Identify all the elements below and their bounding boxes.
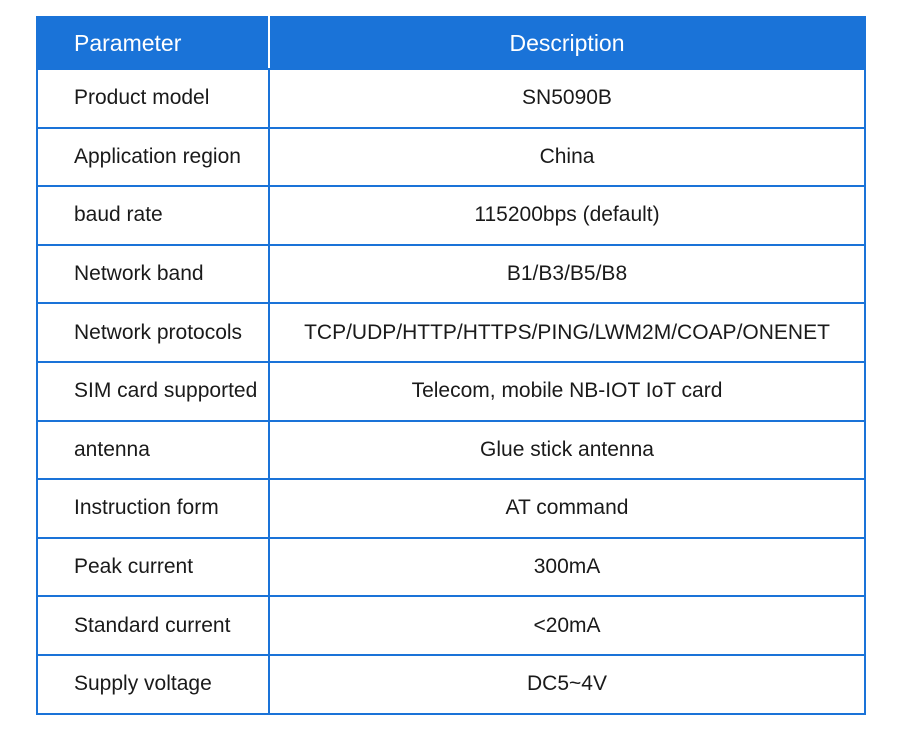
parameter-cell: antenna [36,419,270,481]
header-row: Parameter Description [36,16,866,70]
parameter-cell: Product model [36,68,270,129]
description-cell: <20mA [268,595,866,656]
parameter-cell: Network band [36,243,270,305]
spec-table: Parameter Description Product model SN50… [36,16,866,715]
description-cell: TCP/UDP/HTTP/HTTPS/PING/LWM2M/COAP/ONENE… [268,302,866,363]
description-cell: DC5~4V [268,653,866,715]
description-cell: Telecom, mobile NB-IOT IoT card [268,360,866,422]
table-row: Standard current <20mA [36,595,866,656]
parameter-cell: Network protocols [36,302,270,363]
description-cell: AT command [268,478,866,539]
parameter-cell: Supply voltage [36,653,270,715]
parameter-cell: Application region [36,126,270,188]
table-row: Peak current 300mA [36,536,866,598]
table-row: Product model SN5090B [36,68,866,129]
parameter-cell: Peak current [36,536,270,598]
table-row: antenna Glue stick antenna [36,419,866,481]
table-header: Parameter Description [36,16,866,70]
table-row: Instruction form AT command [36,478,866,539]
description-cell: 300mA [268,536,866,598]
table-body: Product model SN5090B Application region… [36,68,866,715]
parameter-cell: baud rate [36,185,270,246]
parameter-cell: Instruction form [36,478,270,539]
table-row: Network protocols TCP/UDP/HTTP/HTTPS/PIN… [36,302,866,363]
description-cell: B1/B3/B5/B8 [268,243,866,305]
description-cell: China [268,126,866,188]
table-row: Application region China [36,126,866,188]
parameter-cell: SIM card supported [36,360,270,422]
table-row: Supply voltage DC5~4V [36,653,866,715]
parameter-cell: Standard current [36,595,270,656]
description-cell: 115200bps (default) [268,185,866,246]
table-row: SIM card supported Telecom, mobile NB-IO… [36,360,866,422]
column-header-parameter: Parameter [36,16,270,70]
description-cell: Glue stick antenna [268,419,866,481]
table-row: baud rate 115200bps (default) [36,185,866,246]
column-header-description: Description [268,16,866,70]
description-cell: SN5090B [268,68,866,129]
table-row: Network band B1/B3/B5/B8 [36,243,866,305]
